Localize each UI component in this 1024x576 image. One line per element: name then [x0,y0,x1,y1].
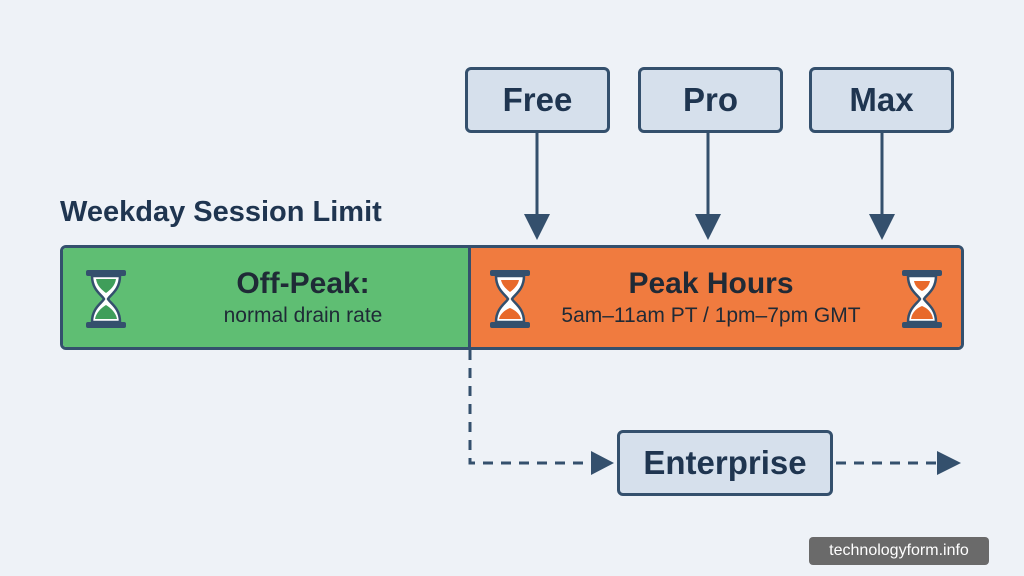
watermark-badge: technologyform.info [809,537,989,565]
dashed-arrow-right-icon [937,451,961,475]
offpeak-title: Off-Peak: [236,267,370,300]
dashed-arrow-right-icon [591,451,614,475]
enterprise-dashed-connector [468,350,614,475]
peak-title: Peak Hours [628,267,794,300]
tier-box-free: Free [465,67,610,133]
offpeak-subtitle: normal drain rate [223,304,383,327]
hourglass-icon [490,270,530,328]
tier-box-max: Max [809,67,954,133]
tier-arrow-pro [695,133,721,240]
peak-segment: Peak Hours 5am–11am PT / 1pm–7pm GMT [471,248,961,347]
tier-box-pro: Pro [638,67,783,133]
hourglass-icon [902,270,942,328]
arrow-down-icon [695,214,721,240]
offpeak-label-group: Off-Peak: normal drain rate [148,248,458,347]
peak-label-group: Peak Hours 5am–11am PT / 1pm–7pm GMT [531,248,891,347]
tier-arrow-free [524,133,550,240]
hourglass-icon [86,270,126,328]
enterprise-box: Enterprise [617,430,833,496]
enterprise-dashed-exit [836,451,961,475]
tier-arrow-max [869,133,895,240]
offpeak-segment: Off-Peak: normal drain rate [63,248,471,347]
peak-subtitle: 5am–11am PT / 1pm–7pm GMT [561,304,861,327]
section-title: Weekday Session Limit [60,196,382,228]
session-limit-bar: Off-Peak: normal drain rate Peak Hours 5… [60,245,964,350]
arrow-down-icon [869,214,895,240]
arrow-down-icon [524,214,550,240]
